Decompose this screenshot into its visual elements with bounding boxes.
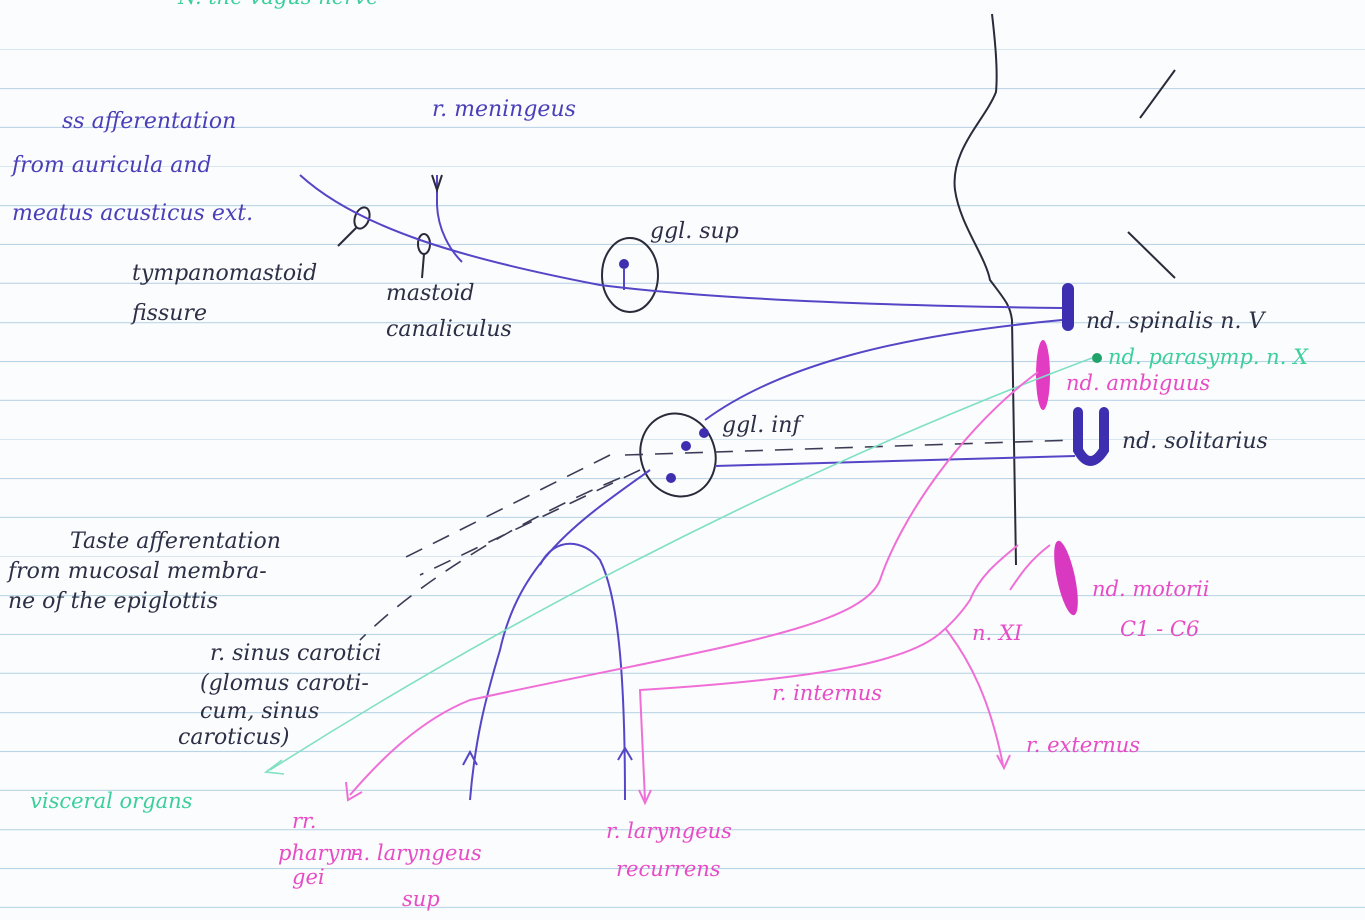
ambiguus-motor-path (350, 372, 1038, 795)
r-externus-arrow-icon (997, 755, 1010, 768)
ggl-sup-label: ggl. sup (650, 219, 739, 244)
ggl-inf-neuron-icon (666, 473, 676, 483)
taste-label-2: from mucosal membra- (6, 559, 267, 584)
sinus-carotici-label-4: caroticus) (178, 725, 289, 750)
ggl-inf-neuron-icon (681, 441, 691, 451)
taste-afferent-dash-2 (420, 470, 640, 575)
n-laryngeus-sup-label-1: n. laryngeus (350, 841, 482, 865)
taste-label-3: ne of the epiglottis (8, 589, 218, 614)
rr-pharyngei-label-1: rr. (292, 809, 316, 833)
mastoid-foramen (418, 234, 430, 254)
nd-motorii-label-1: nd. motorii (1092, 577, 1209, 601)
sinus-carotici-label-3: cum, sinus (200, 699, 319, 724)
nd-motorii-label-2: C1 - C6 (1120, 617, 1199, 641)
ggl-inf-to-spinalis-path (705, 320, 1062, 420)
ggl-sup-neuron-icon (619, 259, 629, 269)
nd-motorii-nucleus (1049, 539, 1082, 617)
r-externus-path (945, 628, 1003, 765)
nd-spinalis-nucleus (1062, 283, 1074, 331)
ggl-inf-ganglion (629, 403, 727, 507)
nd-parasymp-nucleus (1092, 353, 1102, 363)
tympanomastoid-label-2: fissure (130, 301, 207, 326)
rr-pharyngei-label-2: pharyn- (278, 841, 360, 865)
rr-pharyngei-label-3: gei (292, 865, 325, 889)
mastoid-label-1: mastoid (386, 281, 474, 306)
ggl-inf-neuron-icon (699, 428, 709, 438)
nd-solitarius-label: nd. solitarius (1122, 429, 1268, 454)
ggl-inf-to-solitarius-path (715, 456, 1075, 466)
r-laryngeus-recurrens-label-2: recurrens (616, 857, 721, 881)
n-laryngeus-sup-label-2: sup (402, 887, 440, 911)
brainstem-mark-upper (1140, 70, 1175, 118)
r-internus-label: r. internus (772, 681, 882, 705)
nd-spinalis-label: nd. spinalis n. V (1086, 309, 1266, 334)
ggl-sup-ganglion (602, 238, 658, 312)
r-laryngeus-recurrens-label-1: r. laryngeus (606, 819, 732, 843)
mastoid-pointer (422, 254, 424, 278)
r-laryngeus-recurrens-path (540, 544, 625, 800)
r-internus-path (640, 635, 938, 800)
r-externus-label: r. externus (1026, 733, 1140, 757)
tympanomastoid-pointer (338, 228, 356, 246)
mastoid-label-2: canaliculus (386, 317, 512, 342)
ss-afferentation-label-2: from auricula and (10, 153, 212, 178)
n-xi-label: n. XI (972, 621, 1023, 645)
ss-afferentation-label-3: meatus acusticus ext. (12, 201, 253, 226)
visceral-path (270, 358, 1092, 770)
taste-afferent-dash-1 (625, 440, 1075, 455)
visceral-organs-label: visceral organs (30, 789, 193, 813)
brainstem-outline (955, 14, 1016, 565)
sinus-carotici-label-2: (glomus caroti- (200, 671, 369, 696)
taste-label-1: Taste afferentation (70, 529, 281, 554)
nd-parasymp-label: nd. parasymp. n. X (1108, 345, 1309, 369)
tympanomastoid-label-1: tympanomastoid (132, 261, 317, 286)
diagram-title: N. the vagus nerve (177, 0, 379, 9)
r-meningeus-label: r. meningeus (432, 97, 576, 122)
brainstem-mark-lower (1128, 232, 1175, 278)
nd-ambiguus-label: nd. ambiguus (1066, 371, 1210, 395)
sinus-carotici-label-1: r. sinus carotici (210, 641, 381, 666)
tympanomastoid-foramen (352, 205, 373, 230)
ggl-inf-label: ggl. inf (722, 413, 804, 438)
sinus-carotici-dash (360, 478, 620, 640)
nd-solitarius-nucleus (1078, 412, 1104, 461)
ss-afferentation-label-1: ss afferentation (62, 109, 236, 134)
